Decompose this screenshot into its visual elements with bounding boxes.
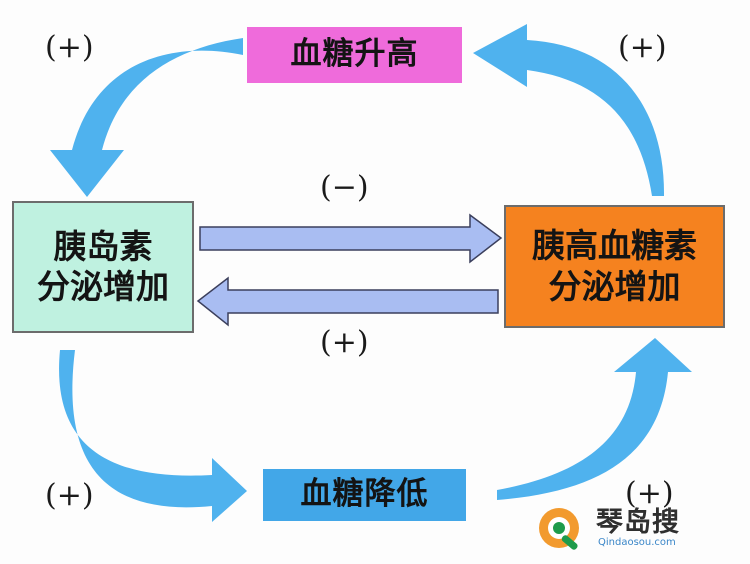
watermark-logo-icon [539, 508, 579, 550]
node-glucose-high: 血糖升高 [247, 27, 462, 83]
arrow-high-to-insulin [50, 38, 243, 197]
watermark-url: Qindaosou.com [598, 537, 676, 548]
sign-top-left: (+) [45, 30, 94, 65]
arrow-insulin-to-glucagon [199, 213, 503, 264]
node-insulin-secretion: 胰岛素 分泌增加 [12, 201, 194, 333]
insulin-line-2: 分泌增加 [37, 267, 169, 306]
sign-middle-top: (−) [320, 170, 369, 205]
glucagon-line-2: 分泌增加 [548, 266, 681, 306]
arrow-insulin-to-low [59, 350, 247, 522]
glucagon-line-1: 胰高血糖素 [532, 226, 697, 266]
sign-bottom-left: (+) [45, 478, 94, 513]
sign-top-right: (+) [618, 30, 667, 65]
arrow-low-to-glucagon [497, 338, 692, 500]
arrow-glucagon-to-insulin [196, 276, 499, 327]
insulin-line-1: 胰岛素 [53, 226, 153, 266]
sign-bottom-right: (+) [625, 476, 674, 511]
node-glucose-low: 血糖降低 [263, 469, 466, 521]
node-glucagon-secretion: 胰高血糖素 分泌增加 [504, 205, 725, 328]
arrow-glucagon-to-high [473, 24, 665, 196]
sign-middle-bottom: (+) [320, 325, 369, 360]
watermark-brand: 琴岛搜 [596, 507, 680, 538]
